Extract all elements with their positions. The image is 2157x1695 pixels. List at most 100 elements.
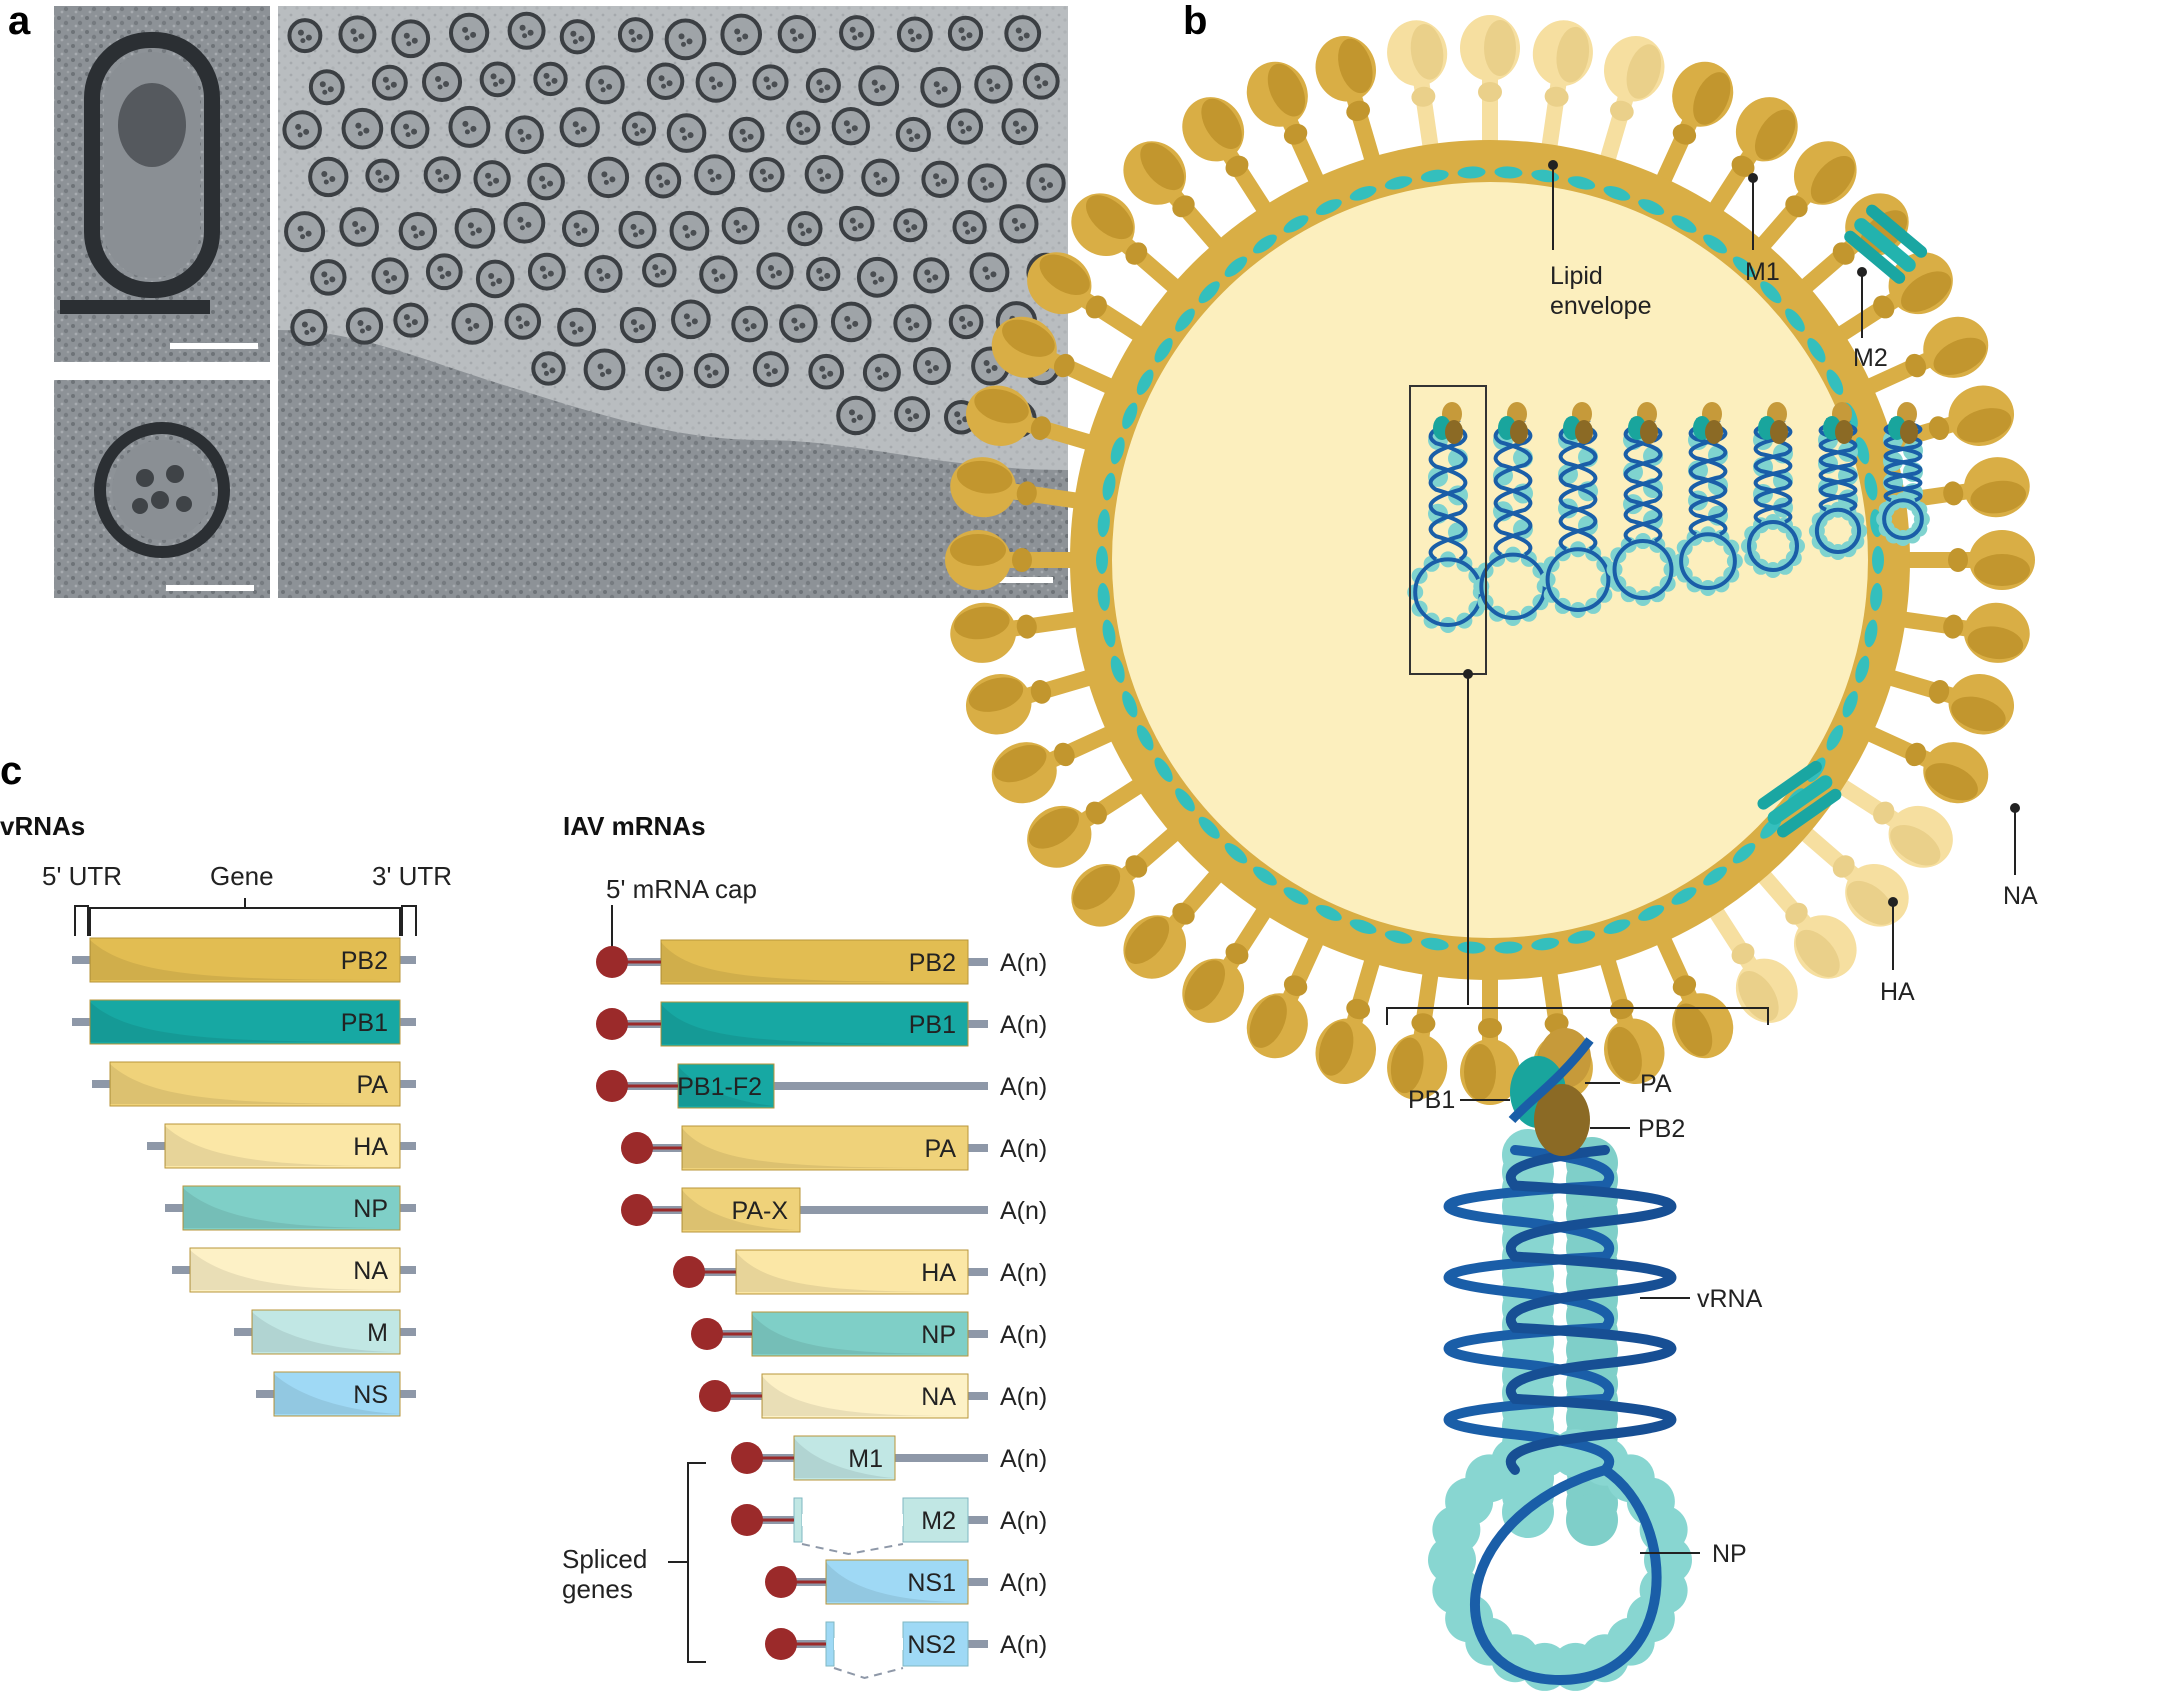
ha-spike-icon — [1460, 965, 1520, 1105]
vrna-segment-row: M — [234, 1309, 416, 1355]
m1-protein — [1457, 941, 1486, 954]
cap-label: 5' mRNA cap — [606, 874, 757, 904]
virion-particle — [805, 67, 841, 103]
spliced-bracket — [668, 1462, 706, 1663]
mrna-gene-label: M1 — [848, 1445, 883, 1473]
m1-protein — [1224, 843, 1248, 864]
ha-spike-icon — [945, 530, 1085, 590]
mrna-row: PB1-F2 A(n) — [596, 1063, 1047, 1109]
virion-particle — [308, 69, 345, 106]
ha-spike-icon — [1889, 457, 2030, 518]
m1-protein — [1732, 843, 1756, 864]
m1-protein — [1349, 186, 1377, 201]
mrna-cap-icon — [699, 1380, 731, 1412]
mrna-cap-icon — [731, 1504, 763, 1536]
mrna-cap-icon — [621, 1194, 653, 1226]
poly-a-label: A(n) — [1000, 1073, 1047, 1101]
virion-particle — [806, 256, 841, 292]
vrna-segment-row: PB1 — [72, 999, 416, 1045]
pb2-label: PB2 — [1638, 1115, 1685, 1143]
virion-particle — [527, 252, 566, 291]
mrna-gene-label: NS1 — [907, 1569, 956, 1597]
mrnas-title: IAV mRNAs — [563, 811, 706, 841]
virion-particle — [390, 110, 430, 149]
virion-particle — [1026, 163, 1066, 203]
mrna-cap-icon — [596, 1070, 628, 1102]
virion-particle — [531, 351, 566, 386]
virion-particle — [559, 107, 600, 148]
virion-particle — [974, 65, 1013, 104]
virion-particle — [557, 307, 597, 347]
mrna-cap-icon — [621, 1132, 653, 1164]
ha-spike-icon — [1889, 602, 2030, 663]
ha-spike-icon — [1650, 925, 1734, 1059]
m1-protein — [1785, 308, 1805, 332]
mrna-cap-icon — [765, 1628, 797, 1660]
virion-particle — [720, 13, 763, 56]
virion-particle — [618, 210, 657, 249]
vrna-segment-label: NS — [353, 1381, 388, 1409]
virion-particle — [583, 348, 626, 391]
mrna-cap-icon — [731, 1442, 763, 1474]
poly-a-label: A(n) — [1000, 1321, 1047, 1349]
rnp-selection-box — [1409, 385, 1487, 675]
mrna-gene-label: NS2 — [907, 1631, 956, 1659]
m1-protein — [1638, 904, 1665, 921]
virion-particle — [503, 201, 546, 244]
m2-label: M2 — [1853, 344, 1888, 372]
virion-particle — [475, 259, 515, 299]
virion-particle — [561, 209, 600, 248]
pb2-subunit — [1534, 1084, 1590, 1156]
mrna-gene-label: PB1-F2 — [677, 1073, 762, 1101]
mrna-cap-icon — [673, 1256, 705, 1288]
poly-a-label: A(n) — [1000, 1631, 1047, 1659]
virion-particle — [752, 64, 789, 101]
virion-particle — [666, 113, 707, 153]
virion-particle — [645, 162, 682, 199]
virion-particle — [617, 17, 654, 53]
virion-particle — [920, 66, 962, 108]
virion-particle — [391, 19, 431, 59]
m1-protein — [1253, 866, 1277, 886]
virion-particle — [287, 18, 323, 54]
m1-protein — [1097, 509, 1110, 538]
m1-protein — [1855, 437, 1870, 465]
m1-protein — [1603, 919, 1631, 934]
virion-particle — [585, 65, 625, 105]
virion-particle — [839, 15, 875, 51]
m1-label: M1 — [1745, 258, 1780, 286]
mrna-row: NS2 A(n) — [765, 1621, 1047, 1680]
vrna-segment-row: NA — [172, 1247, 416, 1293]
rnp-segment — [1876, 402, 1930, 546]
virion-particle — [699, 255, 738, 294]
virion-particle — [967, 163, 1007, 203]
scale-bar — [983, 577, 1053, 583]
ha-spike-icon — [1027, 252, 1154, 348]
poly-a-label: A(n) — [1000, 1135, 1047, 1163]
poly-a-label: A(n) — [1000, 1507, 1047, 1535]
rnp-segment — [1741, 402, 1805, 578]
ha-spike-icon — [1826, 252, 1953, 348]
virion-particle — [504, 303, 542, 340]
virion-particle — [339, 207, 379, 247]
np-label: NP — [1712, 1540, 1747, 1568]
spliced-label-line2: genes — [562, 1574, 633, 1604]
virion-particle — [421, 61, 463, 103]
vrna-segment-row: NP — [165, 1185, 416, 1231]
virion-particle — [310, 259, 347, 296]
virion-particle — [473, 160, 511, 198]
ha-spike-icon — [1855, 316, 1989, 400]
poly-a-label: A(n) — [1000, 1259, 1047, 1287]
vrnas-title: vRNAs — [0, 811, 85, 841]
poly-a-label: A(n) — [1000, 1383, 1047, 1411]
virion-particle — [779, 304, 818, 343]
na-label: NA — [2003, 882, 2038, 910]
virion-particle — [808, 353, 845, 390]
virion-particle — [371, 64, 408, 101]
m1-protein — [1494, 166, 1523, 179]
poly-a-label: A(n) — [1000, 1197, 1047, 1225]
rnp-segment — [1606, 402, 1680, 606]
virion-particle — [921, 160, 959, 198]
